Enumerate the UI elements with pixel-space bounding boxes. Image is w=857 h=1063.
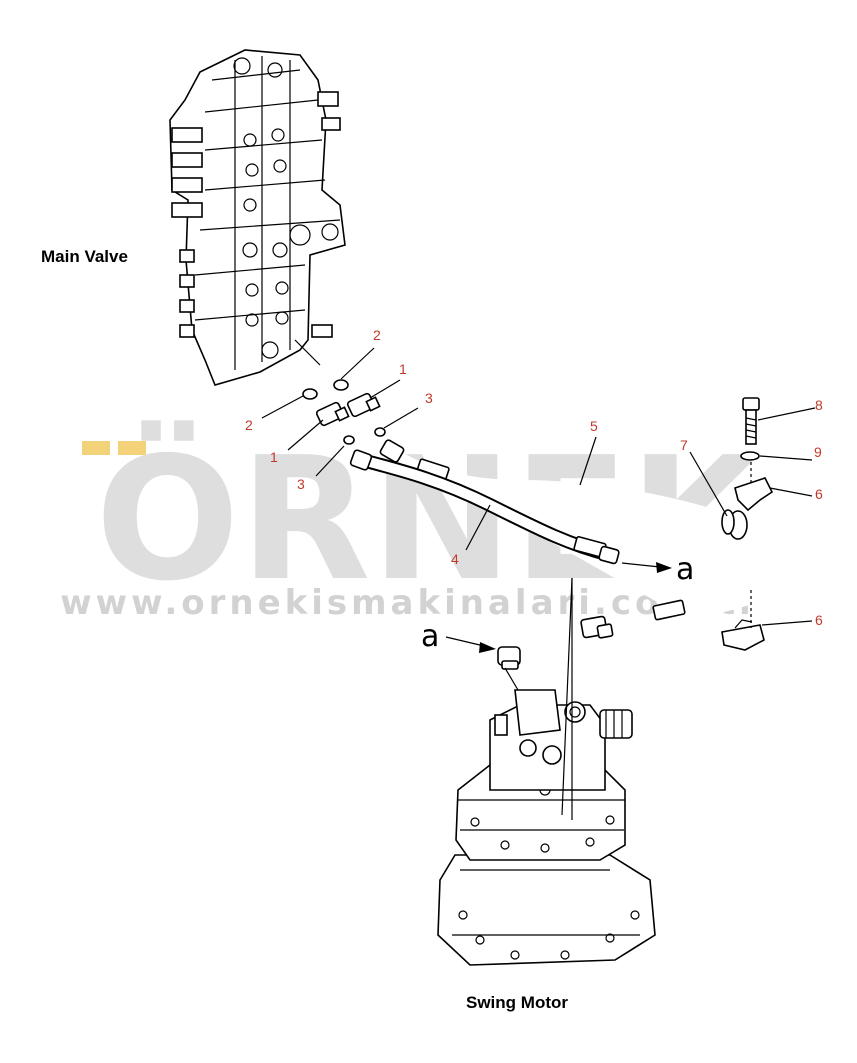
- leader-lines: [261, 339, 816, 820]
- callout-9: 9: [814, 444, 822, 460]
- o-ring-3-lower: [343, 435, 355, 445]
- callout-1-upper: 1: [399, 361, 407, 377]
- clamp-6-upper: [734, 477, 774, 512]
- o-ring-2-upper: [333, 379, 349, 391]
- callout-1-lower: 1: [270, 449, 278, 465]
- swing-motor-label: Swing Motor: [466, 993, 568, 1012]
- main-valve-label: Main Valve: [41, 247, 128, 266]
- callout-2-upper: 2: [373, 327, 381, 343]
- ref-a-lower: a: [421, 619, 439, 654]
- callout-4: 4: [451, 551, 459, 567]
- callouts: 2 2 1 1 3 3 4 5 7 8 9 6 6: [245, 327, 823, 628]
- watermark-umlaut-left: [82, 441, 110, 455]
- clamp-6-lower: [721, 619, 765, 651]
- motor-fitting-a: [497, 646, 521, 670]
- fittings: [302, 379, 386, 445]
- elbow-fitting-1-left: [315, 401, 350, 427]
- callout-6-lower: 6: [815, 612, 823, 628]
- watermark-umlaut-right: [118, 441, 146, 455]
- o-ring-3-upper: [374, 427, 386, 437]
- callout-7: 7: [680, 437, 688, 453]
- callout-2-lower: 2: [245, 417, 253, 433]
- washer-9: [740, 451, 760, 461]
- ref-a-arrow-upper: [621, 562, 672, 573]
- swing-motor: [437, 689, 656, 966]
- main-valve: [169, 49, 346, 386]
- callout-3-lower: 3: [297, 476, 305, 492]
- ref-a-arrow-lower: [445, 636, 496, 653]
- callout-8: 8: [815, 397, 823, 413]
- clamp-7: [721, 509, 748, 540]
- ref-a-upper: a: [676, 552, 694, 587]
- elbow-fitting-1-right: [346, 392, 381, 418]
- callout-5: 5: [590, 418, 598, 434]
- motor-fitting-right: [580, 615, 614, 639]
- callout-6-upper: 6: [815, 486, 823, 502]
- callout-3-upper: 3: [425, 390, 433, 406]
- bolt-8: [742, 397, 760, 445]
- o-ring-2-lower: [302, 388, 318, 400]
